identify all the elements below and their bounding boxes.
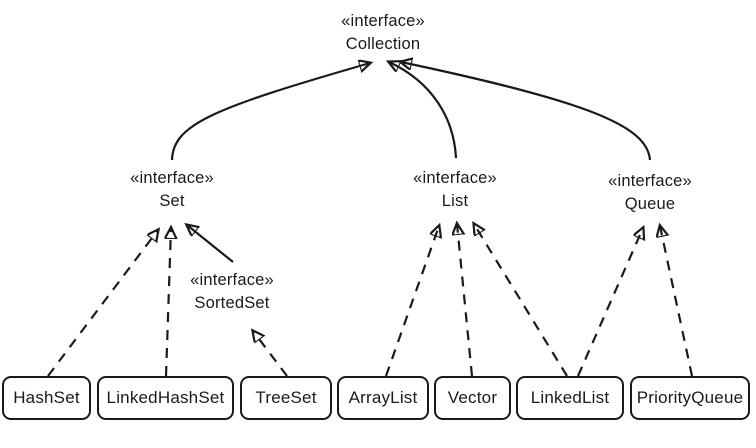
sortedset-name: SortedSet (194, 294, 270, 312)
edge-hashset-set (47, 230, 158, 377)
node-set: «interface» Set (97, 167, 247, 213)
linkedlist-label: LinkedList (530, 388, 610, 407)
edge-arraylist-list (384, 226, 439, 377)
edge-queue-collection (401, 62, 652, 161)
set-stereotype: «interface» (130, 169, 214, 187)
linkedhashset-label: LinkedHashSet (106, 388, 225, 407)
edge-list-collection (389, 62, 458, 159)
treeset-label: TreeSet (255, 388, 317, 407)
edge-linkedlist-list (474, 224, 568, 377)
queue-stereotype: «interface» (608, 172, 692, 190)
edge-treeset-sortedset (253, 331, 288, 377)
priorityqueue-label: PriorityQueue (636, 388, 744, 407)
edge-linkedlist-queue (576, 228, 643, 377)
node-list: «interface» List (380, 167, 530, 213)
edge-priorityqueue-queue (660, 226, 694, 377)
arraylist-label: ArrayList (348, 388, 418, 407)
node-hashset: HashSet (2, 376, 91, 420)
list-name: List (441, 192, 469, 210)
node-linkedhashset: LinkedHashSet (97, 376, 234, 420)
node-arraylist: ArrayList (337, 376, 429, 420)
queue-name: Queue (624, 195, 676, 213)
node-treeset: TreeSet (240, 376, 332, 420)
collection-stereotype: «interface» (341, 12, 425, 30)
node-sortedset: «interface» SortedSet (157, 269, 307, 315)
edge-sortedset-set (187, 225, 234, 263)
edge-vector-list (457, 224, 474, 377)
hashset-label: HashSet (13, 388, 80, 407)
list-stereotype: «interface» (413, 169, 497, 187)
node-queue: «interface» Queue (575, 170, 725, 216)
collection-name: Collection (345, 35, 421, 53)
sortedset-stereotype: «interface» (190, 271, 274, 289)
node-vector: Vector (434, 376, 511, 420)
set-name: Set (159, 192, 185, 210)
edge-set-collection (170, 63, 370, 161)
edge-linkedhashset-set (166, 228, 171, 377)
vector-label: Vector (447, 388, 498, 407)
node-priorityqueue: PriorityQueue (630, 376, 750, 420)
node-collection: «interface» Collection (308, 10, 458, 56)
node-linkedlist: LinkedList (516, 376, 624, 420)
